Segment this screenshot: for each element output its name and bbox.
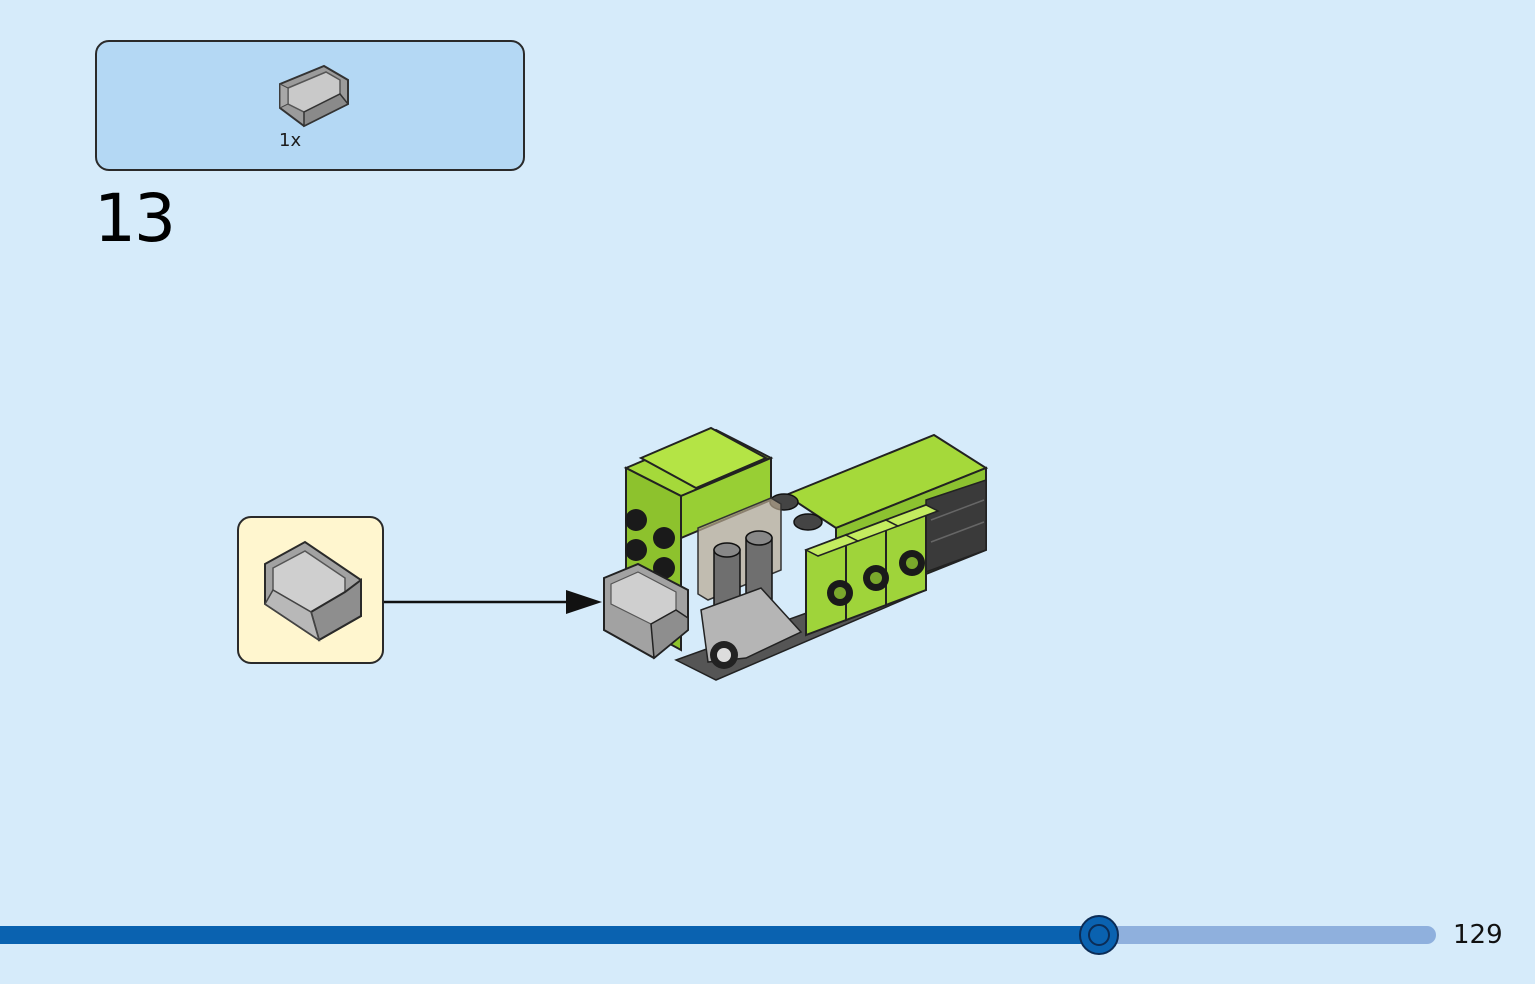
progress-fill: [0, 926, 1099, 944]
gray-seat-icon: [279, 64, 350, 128]
part-quantity: 1x: [279, 130, 302, 151]
callout-box: [237, 516, 384, 664]
parts-list-box: 1x: [95, 40, 525, 171]
page-number: 129: [1453, 920, 1503, 950]
gray-seat-icon: [264, 540, 362, 642]
lime-green-build-model: [603, 426, 989, 681]
step-number: 13: [94, 180, 176, 257]
placement-arrow: [384, 590, 602, 614]
progress-knob: [1079, 915, 1119, 955]
